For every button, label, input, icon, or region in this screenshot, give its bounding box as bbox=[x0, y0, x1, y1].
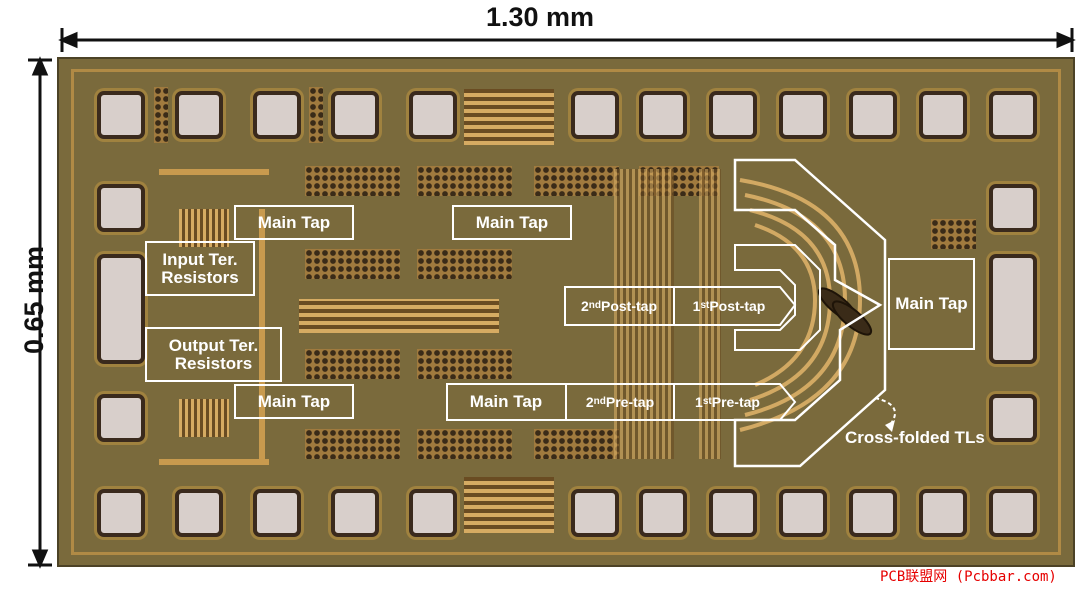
via-array bbox=[305, 249, 400, 279]
via-array bbox=[309, 87, 323, 143]
tl-curve bbox=[739, 178, 863, 432]
height-arrow-bottom-head bbox=[31, 549, 49, 569]
width-arrow-left-head bbox=[58, 31, 78, 49]
bond-pad bbox=[709, 91, 757, 139]
resistor-array bbox=[179, 209, 229, 247]
bond-pad bbox=[409, 489, 457, 537]
bond-pad bbox=[175, 91, 223, 139]
main-tap-label: Main Tap bbox=[234, 384, 354, 419]
transmission-lines bbox=[614, 169, 674, 459]
width-dimension-label: 1.30 mm bbox=[485, 2, 595, 32]
via-array bbox=[417, 166, 512, 196]
bond-pad bbox=[989, 394, 1037, 442]
bond-pad bbox=[919, 489, 967, 537]
bond-pad bbox=[849, 91, 897, 139]
bond-pad bbox=[253, 91, 301, 139]
bond-pad bbox=[779, 489, 827, 537]
bond-pad bbox=[919, 91, 967, 139]
bond-pad bbox=[571, 91, 619, 139]
signal-trace bbox=[159, 169, 269, 175]
tl-curve bbox=[754, 223, 818, 387]
via-array bbox=[417, 429, 512, 459]
cross-folded-pointer bbox=[874, 397, 896, 426]
via-array bbox=[154, 87, 168, 143]
bond-pad bbox=[97, 91, 145, 139]
cross-folded-tl-outline bbox=[733, 158, 887, 468]
bond-pad bbox=[175, 489, 223, 537]
via-array bbox=[305, 429, 400, 459]
bond-pad bbox=[849, 489, 897, 537]
bond-pad bbox=[639, 91, 687, 139]
cross-folded-pointer-head bbox=[885, 420, 895, 432]
cross-folded-tl-label: Cross-folded TLs bbox=[845, 428, 985, 447]
main-tap-label: Main Tap bbox=[888, 258, 975, 350]
height-arrow-top-head bbox=[31, 56, 49, 76]
bond-pad bbox=[989, 91, 1037, 139]
via-array bbox=[305, 349, 400, 379]
bond-pad bbox=[253, 489, 301, 537]
bond-pad bbox=[97, 489, 145, 537]
transmission-lines bbox=[299, 299, 499, 333]
main-tap-label: Main Tap bbox=[452, 205, 572, 240]
transmission-lines bbox=[464, 89, 554, 145]
bond-pad bbox=[571, 489, 619, 537]
main-tap-label: Main Tap bbox=[234, 205, 354, 240]
via-array bbox=[305, 166, 400, 196]
input-termination-label: Input Ter. Resistors bbox=[145, 241, 255, 296]
cross-over-via bbox=[831, 300, 873, 336]
bond-pad bbox=[709, 489, 757, 537]
bond-pad bbox=[331, 91, 379, 139]
seal-ring bbox=[71, 69, 1061, 555]
bond-pad bbox=[989, 489, 1037, 537]
bond-pad bbox=[989, 254, 1037, 364]
cross-folded-tl-inner-outline bbox=[734, 244, 821, 351]
output-termination-label: Output Ter. Resistors bbox=[145, 327, 282, 382]
pre-tap-outline bbox=[446, 383, 797, 421]
bond-pad bbox=[779, 91, 827, 139]
post-tap-outline bbox=[564, 286, 797, 326]
bond-pad bbox=[331, 489, 379, 537]
main-tap-label: Main Tap bbox=[469, 392, 543, 412]
signal-trace bbox=[259, 209, 265, 459]
via-array bbox=[931, 219, 976, 249]
signal-trace bbox=[159, 459, 269, 465]
bond-pad bbox=[639, 489, 687, 537]
transmission-lines bbox=[464, 477, 554, 533]
bond-pad bbox=[97, 254, 145, 364]
bond-pad bbox=[97, 394, 145, 442]
bond-pad bbox=[97, 184, 145, 232]
transmission-lines bbox=[699, 169, 721, 459]
via-array bbox=[534, 166, 619, 196]
bond-pad bbox=[989, 184, 1037, 232]
width-arrow-right-head bbox=[1056, 31, 1076, 49]
via-array bbox=[417, 249, 512, 279]
bond-pad bbox=[409, 91, 457, 139]
chip-die bbox=[57, 57, 1075, 567]
watermark-text: PCB联盟网 (Pcbbar.com) bbox=[880, 569, 1057, 585]
resistor-array bbox=[179, 399, 229, 437]
via-array bbox=[534, 429, 619, 459]
via-array bbox=[417, 349, 512, 379]
